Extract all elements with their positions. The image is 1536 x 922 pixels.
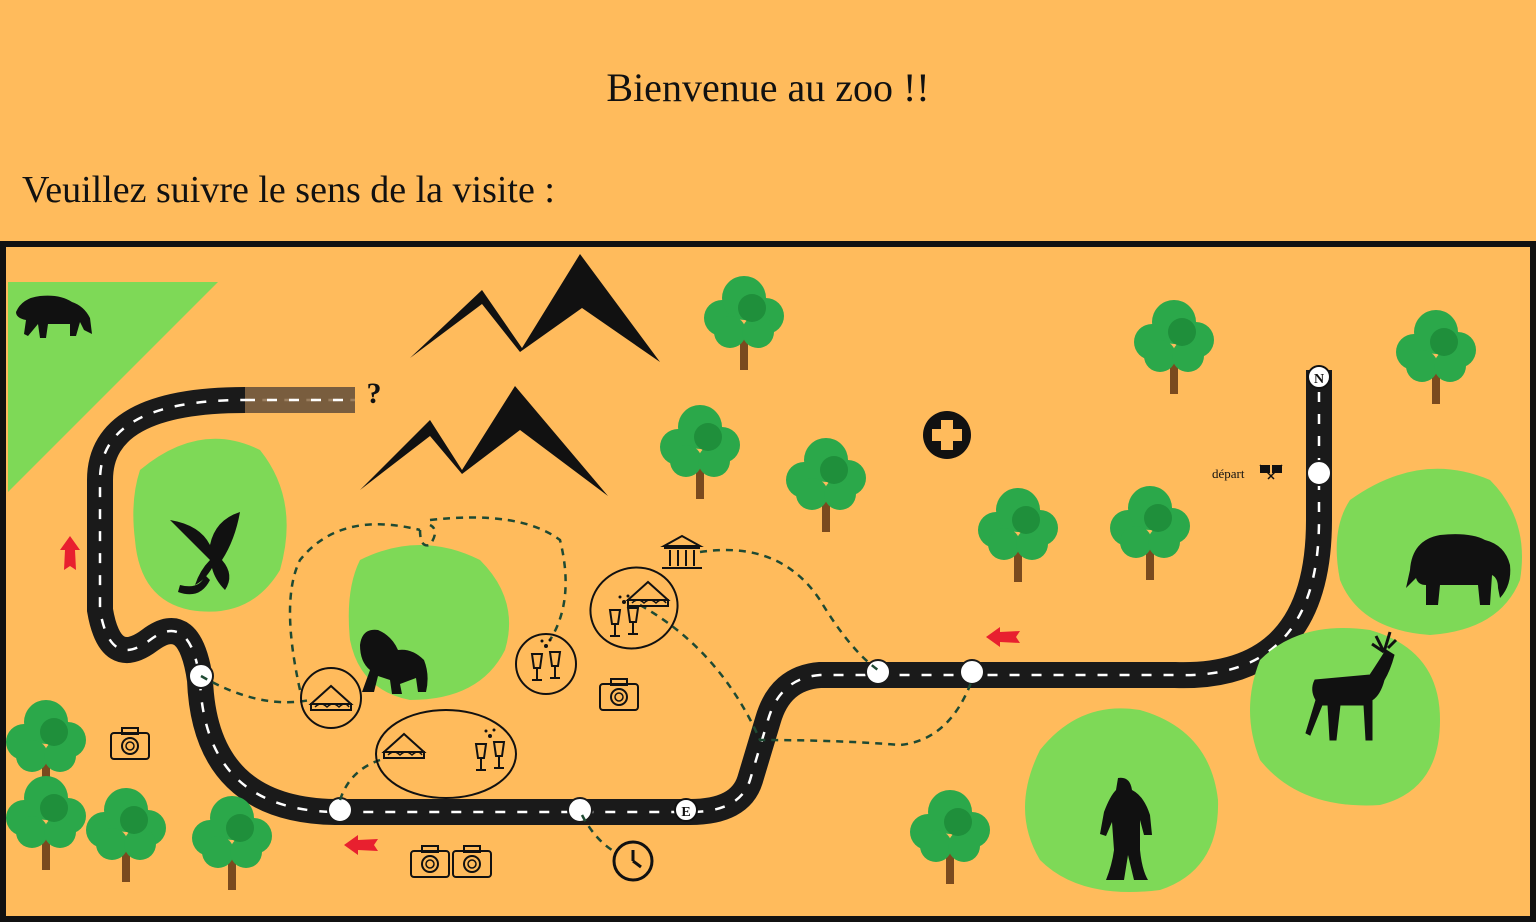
direction-arrow-icon: [344, 835, 378, 855]
phoenix-enclosure[interactable]: [133, 438, 287, 612]
camera-icon: [599, 678, 639, 711]
tree-icon: [1396, 310, 1476, 404]
tree-icon: [660, 405, 740, 499]
tree-icon: [192, 796, 272, 890]
east-marker: E: [674, 798, 698, 822]
tree-icon: [86, 788, 166, 882]
start-marker: départ: [1212, 464, 1283, 481]
tree-icon: [786, 438, 866, 532]
first-aid-icon: [923, 411, 971, 459]
tree-icon: [6, 776, 86, 870]
bigfoot-enclosure[interactable]: [1025, 708, 1219, 892]
tree-icon: [1134, 300, 1214, 394]
wine-glasses-icon: [531, 637, 561, 681]
checkered-flags-icon: [1259, 464, 1283, 480]
museum-icon: [660, 534, 704, 569]
footpaths: [200, 516, 974, 854]
gorilla-icon: [360, 629, 428, 694]
camera-icon: [452, 845, 492, 878]
page-title: Bienvenue au zoo !!: [606, 65, 930, 110]
bear-icon: [16, 295, 92, 338]
mountains-icon: [360, 254, 660, 496]
unknown-path-label: ?: [367, 377, 382, 410]
camera-icon: [410, 845, 450, 878]
elephant-enclosure[interactable]: [1336, 468, 1522, 635]
bar-area: [515, 633, 577, 695]
tree-icon: [704, 276, 784, 370]
zoo-map: N E ? départ: [0, 241, 1536, 922]
map-frame: [0, 241, 1536, 922]
direction-arrow-up-icon: [60, 536, 80, 570]
sandwich-icon: [627, 581, 669, 607]
tree-icon: [910, 790, 990, 884]
sandwich-icon: [310, 685, 352, 711]
wine-glasses-icon: [475, 727, 505, 771]
north-marker: N: [1307, 365, 1331, 389]
deer-icon: [1305, 631, 1398, 741]
camera-icon: [110, 727, 150, 760]
tree-icon: [978, 488, 1058, 582]
elephant-icon: [1406, 534, 1511, 605]
road: [87, 370, 1332, 825]
deer-enclosure[interactable]: [1250, 628, 1440, 806]
phoenix-icon: [170, 512, 240, 595]
clock-icon: [612, 840, 654, 882]
picnic-area: [300, 667, 362, 729]
bigfoot-icon: [1100, 777, 1152, 880]
sandwich-icon: [383, 733, 425, 759]
picnic-area: [589, 566, 679, 650]
picnic-area: [375, 709, 517, 799]
svg-text:N: N: [1314, 372, 1324, 387]
page-subtitle: Veuillez suivre le sens de la visite :: [22, 169, 555, 211]
svg-text:départ: départ: [1212, 466, 1245, 481]
svg-text:E: E: [681, 805, 690, 820]
gorilla-enclosure[interactable]: [348, 545, 510, 700]
tree-icon: [1110, 486, 1190, 580]
bear-enclosure[interactable]: [8, 282, 218, 492]
direction-arrow-icon: [986, 627, 1020, 647]
